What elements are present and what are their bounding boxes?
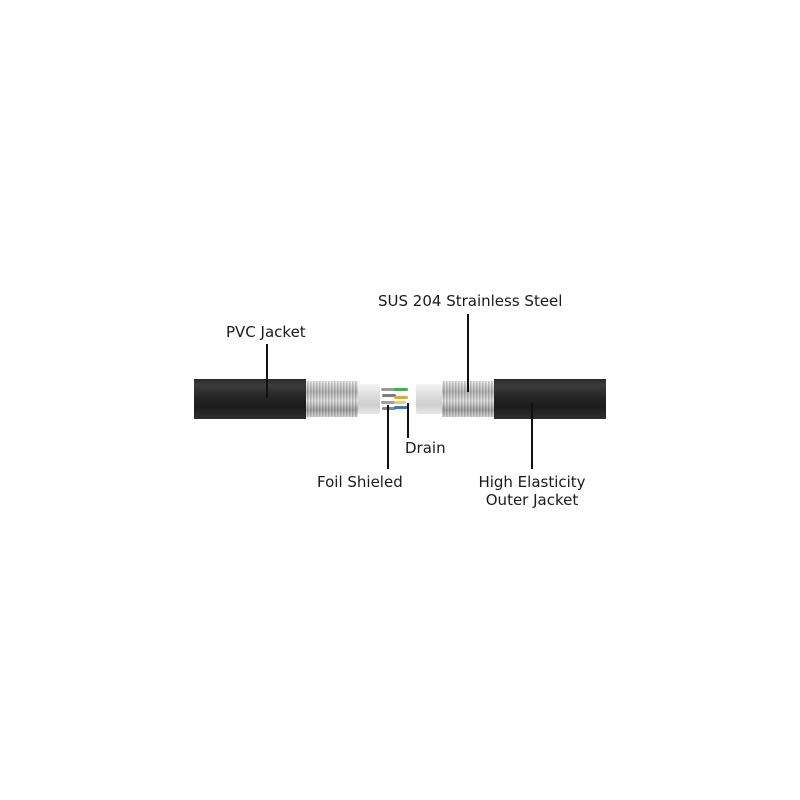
drain-label: Drain (405, 439, 446, 457)
pvc-jacket-leader (266, 344, 268, 398)
outer-jacket-leader (531, 403, 533, 469)
left-foil-shield (358, 384, 380, 414)
left-steel-braid (306, 381, 358, 417)
steel-label: SUS 204 Strainless Steel (378, 292, 563, 310)
left-pvc-jacket (194, 379, 306, 419)
wire-gray-3 (381, 401, 397, 404)
drain-leader (407, 403, 409, 438)
wire-orange (394, 396, 408, 399)
outer-jacket-label-line1: High Elasticity (478, 473, 586, 491)
wire-blue (394, 406, 408, 409)
wire-orange-white (394, 401, 406, 404)
wire-green (394, 388, 408, 391)
foil-label: Foil Shieled (317, 473, 403, 491)
right-foil-shield (416, 384, 442, 414)
outer-jacket-label-line2: Outer Jacket (485, 491, 579, 509)
wire-gray-4 (382, 407, 396, 410)
pvc-jacket-label: PVC Jacket (226, 323, 306, 341)
wire-gray-2 (382, 394, 396, 397)
steel-leader (467, 314, 469, 392)
right-outer-jacket (494, 379, 606, 419)
wire-gray-1 (381, 388, 397, 391)
foil-leader (387, 405, 389, 469)
